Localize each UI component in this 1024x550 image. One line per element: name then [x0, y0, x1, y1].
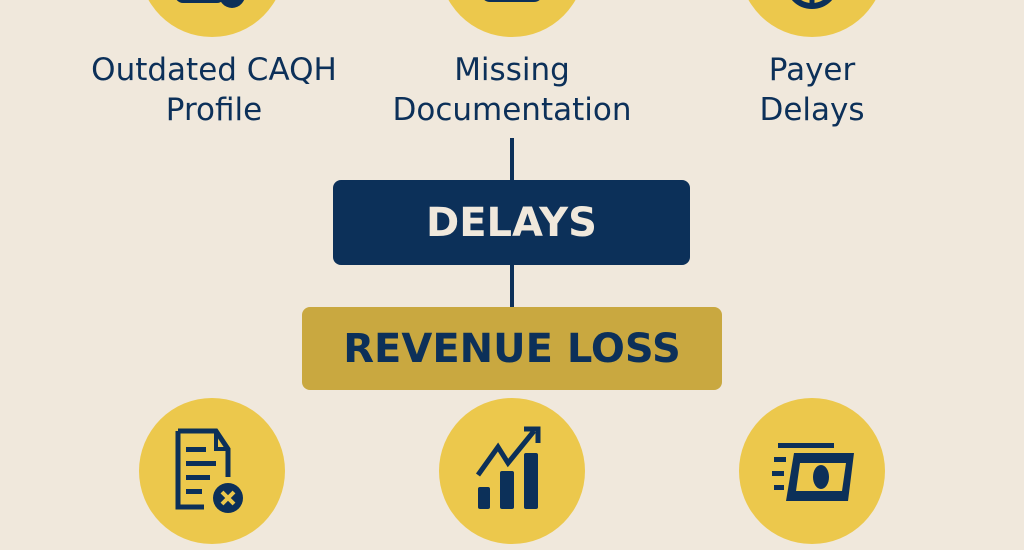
document-check-icon — [176, 0, 245, 8]
cause-icon-circle-documentation — [439, 0, 585, 37]
effect-icon-circle-growth — [439, 398, 585, 544]
globe-icon — [791, 0, 833, 9]
cause-icon-circle-payer — [739, 0, 885, 37]
rejected-document-icon — [175, 428, 243, 513]
delays-box: DELAYS — [333, 180, 690, 265]
growth-chart-icon — [475, 426, 541, 509]
cause-icon-circle-caqh — [139, 0, 285, 37]
effect-icon-circle-money — [739, 398, 885, 544]
revenue-loss-label: REVENUE LOSS — [343, 325, 681, 372]
folder-icon — [484, 0, 540, 2]
delays-label: DELAYS — [426, 199, 597, 246]
connector-line-middle — [510, 265, 514, 307]
revenue-loss-box: REVENUE LOSS — [302, 307, 722, 390]
effect-icon-circle-rejected — [139, 398, 285, 544]
connector-line-top — [510, 138, 514, 180]
money-flying-icon — [772, 443, 854, 501]
